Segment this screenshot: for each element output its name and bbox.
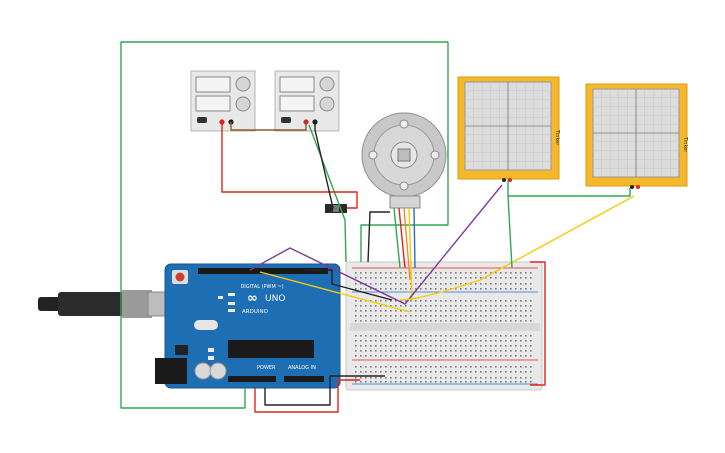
wire-yellow[interactable] [259, 195, 635, 313]
wire-purple[interactable] [249, 184, 503, 305]
digital-header [198, 268, 328, 274]
crystal [194, 320, 218, 330]
wire-black-gnd[interactable] [264, 375, 385, 406]
breadboard[interactable] [345, 261, 543, 391]
led-rx [228, 309, 235, 312]
usb-connector [122, 290, 152, 318]
reset-button-cap[interactable] [175, 272, 185, 282]
supply-1-current-display [195, 95, 231, 112]
power-supply-2[interactable] [274, 70, 340, 132]
wire-green-loop[interactable] [120, 41, 449, 409]
atmega-chip [228, 340, 314, 358]
supply-2-current-knob[interactable] [319, 96, 335, 112]
supply-1-voltage-knob[interactable] [235, 76, 251, 92]
power-header [228, 376, 276, 382]
capacitor-2 [209, 362, 227, 380]
wire-red-rail[interactable] [530, 261, 546, 386]
motor-shaft [397, 148, 411, 162]
scope-1-probe-neg[interactable] [502, 178, 506, 182]
supply-1-current-knob[interactable] [235, 96, 251, 112]
wires [120, 41, 635, 413]
digital-label: DIGITAL (PWM ~) [240, 284, 283, 290]
voltage-regulator [175, 345, 188, 355]
wire-motor-2[interactable] [398, 207, 406, 269]
scope-2-probe-neg[interactable] [630, 185, 634, 189]
supply-2-current-display [279, 95, 315, 112]
wire-green-scopes[interactable] [507, 180, 631, 269]
led-on [218, 296, 223, 299]
wire-motor-4[interactable] [408, 207, 413, 301]
wire-motor-black[interactable] [367, 211, 390, 263]
arduino-brand: ARDUINO [242, 309, 269, 315]
wire-motor-3[interactable] [403, 207, 411, 281]
oscilloscope-2[interactable]: Tinker [585, 83, 688, 189]
supply-2-voltage-display [279, 76, 315, 93]
wire-motor-5[interactable] [413, 207, 416, 269]
wire-motor-1[interactable] [393, 207, 401, 269]
capacitor-1 [194, 362, 212, 380]
usb-cable [58, 292, 128, 316]
analog-header [284, 376, 324, 382]
wire-black-digital[interactable] [305, 269, 393, 301]
wire-red-switch[interactable] [221, 122, 358, 209]
dc-motor-encoder[interactable] [361, 112, 447, 209]
motor-connector [389, 195, 421, 209]
usb-plug [38, 297, 60, 311]
wire-red-5v[interactable] [254, 379, 360, 413]
scope-2-probe-pos[interactable] [636, 185, 640, 189]
supply-2-voltage-knob[interactable] [319, 76, 335, 92]
supply-1-power-switch[interactable] [197, 117, 207, 123]
scope-1-label: Tinker [554, 129, 560, 146]
oscilloscope-1[interactable]: Tinker [457, 76, 560, 182]
wire-brown[interactable] [230, 122, 307, 131]
scope-2-label: Tinker [682, 136, 688, 153]
analog-label: ANALOG IN [288, 365, 316, 371]
scope-1-probe-pos[interactable] [508, 178, 512, 182]
supply-2-power-switch[interactable] [281, 117, 291, 123]
wire-green-motor[interactable] [308, 124, 347, 263]
power-supply-1[interactable] [190, 70, 256, 132]
power-label: POWER [257, 365, 276, 371]
wire-black-supply[interactable] [314, 122, 334, 213]
led-l [228, 293, 235, 296]
board-name: UNO [265, 294, 285, 304]
supply-1-voltage-display [195, 76, 231, 93]
slide-switch[interactable] [325, 204, 347, 213]
led-tx [228, 302, 235, 305]
power-jack [155, 358, 187, 384]
arduino-board[interactable]: DIGITAL (PWM ~) ∞ UNO ARDUINO POWER ANAL… [38, 263, 341, 389]
arduino-logo-icon: ∞ [247, 291, 258, 306]
